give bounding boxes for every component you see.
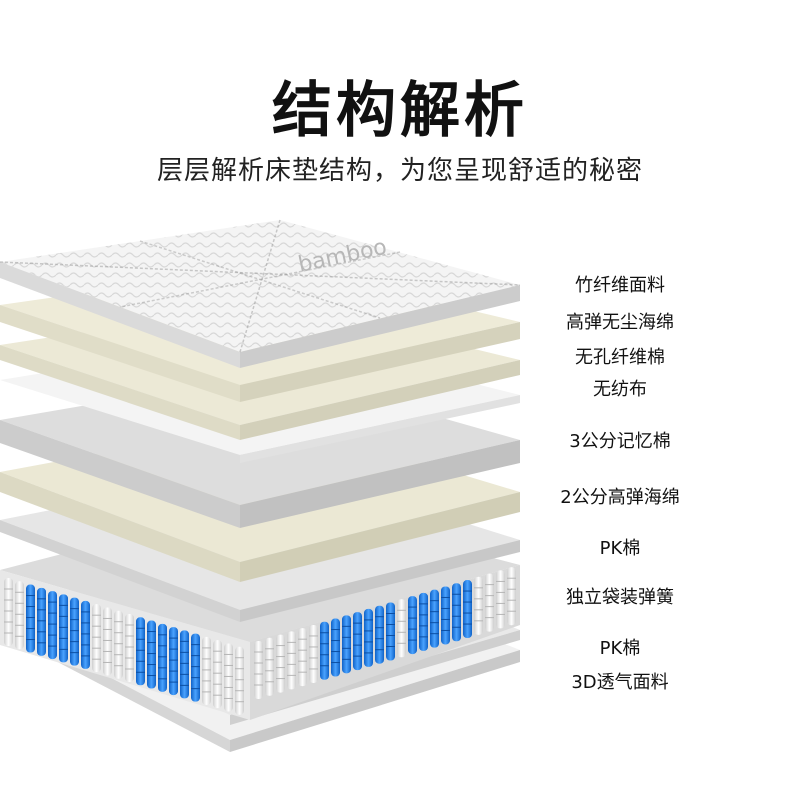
spring-coil [419,593,428,651]
layer-label-non-woven: 无纺布 [520,378,720,402]
spring-coil [103,607,112,675]
spring-coil [265,638,274,696]
spring-coil [92,604,101,672]
spring-coil [298,628,307,686]
spring-coil [70,598,79,666]
layer-label-2cm-foam: 2公分高弹海绵 [520,486,720,510]
layer-label-fiber-cotton: 无孔纤维棉 [520,346,720,370]
spring-coil [81,601,90,669]
layer-label-pk-lower: PK棉 [520,637,720,661]
spring-coil [15,581,24,649]
spring-coil [430,590,439,648]
layer-label-pocket-springs: 独立袋装弹簧 [520,586,720,610]
spring-coil [114,611,123,679]
spring-coil [309,625,318,683]
spring-coil [276,635,285,693]
spring-coil [125,614,134,682]
spring-coil [353,612,362,670]
spring-coil [287,631,296,689]
spring-coil [213,640,222,708]
spring-coil [235,647,244,715]
spring-coil [331,619,340,677]
spring-coil [496,570,505,628]
spring-coil [254,641,263,699]
spring-coil [48,591,57,659]
spring-coil [320,622,329,680]
spring-coil [397,599,406,657]
spring-coil [158,624,167,692]
spring-coil [408,596,417,654]
spring-coil [180,630,189,698]
spring-coil [169,627,178,695]
spring-coil [507,567,516,625]
spring-coil [452,583,461,641]
spring-coil [202,637,211,705]
spring-coil [26,585,35,653]
spring-coil [364,609,373,667]
layer-label-3cm-memory-foam: 3公分记忆棉 [520,430,720,454]
spring-coil [485,574,494,632]
spring-coil [224,643,233,711]
layer-label-pk-upper: PK棉 [520,537,720,561]
spring-coil [342,615,351,673]
spring-coil [386,603,395,661]
spring-coil [474,577,483,635]
spring-coil [59,594,68,662]
spring-coil [147,621,156,689]
spring-coil [136,617,145,685]
layer-label-high-elastic-foam: 高弹无尘海绵 [520,311,720,335]
spring-coil [375,606,384,664]
spring-coil [441,586,450,644]
layer-label-bamboo-fabric: 竹纤维面料 [520,274,720,298]
spring-coil [463,580,472,638]
layer-label-3d-fabric: 3D透气面料 [520,671,720,695]
spring-coil [191,634,200,702]
spring-coil [4,578,13,646]
spring-coil [37,588,46,656]
